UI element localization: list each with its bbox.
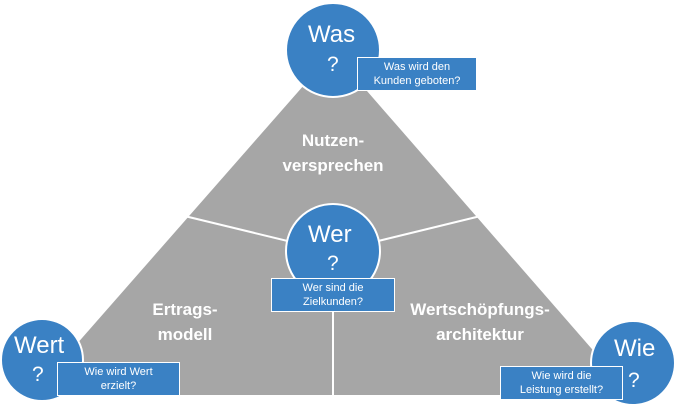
node-wie: Wie ? [590, 320, 676, 406]
node-wie-question-mark: ? [628, 369, 640, 392]
callout-wer: Wer sind die Zielkunden? [271, 278, 395, 312]
node-wert-word: Wert [14, 332, 65, 359]
callout-wert: Wie wird Wert erzielt? [57, 362, 180, 396]
node-wert-question-mark: ? [32, 363, 44, 386]
segment-label-ertragsmodell: Ertrags- modell [152, 300, 218, 344]
callout-was: Was wird den Kunden geboten? [357, 57, 477, 91]
node-wer-question-mark: ? [327, 252, 339, 275]
node-was: Was ? [285, 2, 381, 98]
node-was-word: Was [308, 21, 356, 48]
node-was-question-mark: ? [327, 53, 339, 76]
segment-label-nutzenversprechen: Nutzen- versprechen [282, 131, 384, 175]
callout-wie: Wie wird die Leistung erstellt? [500, 366, 623, 400]
node-wer-word: Wer [308, 221, 352, 248]
segment-label-wertschoepfungsarchitektur: Wertschöpfungs- architektur [410, 300, 550, 344]
node-wert: Wert ? [0, 318, 84, 402]
node-wie-word: Wie [614, 335, 656, 362]
